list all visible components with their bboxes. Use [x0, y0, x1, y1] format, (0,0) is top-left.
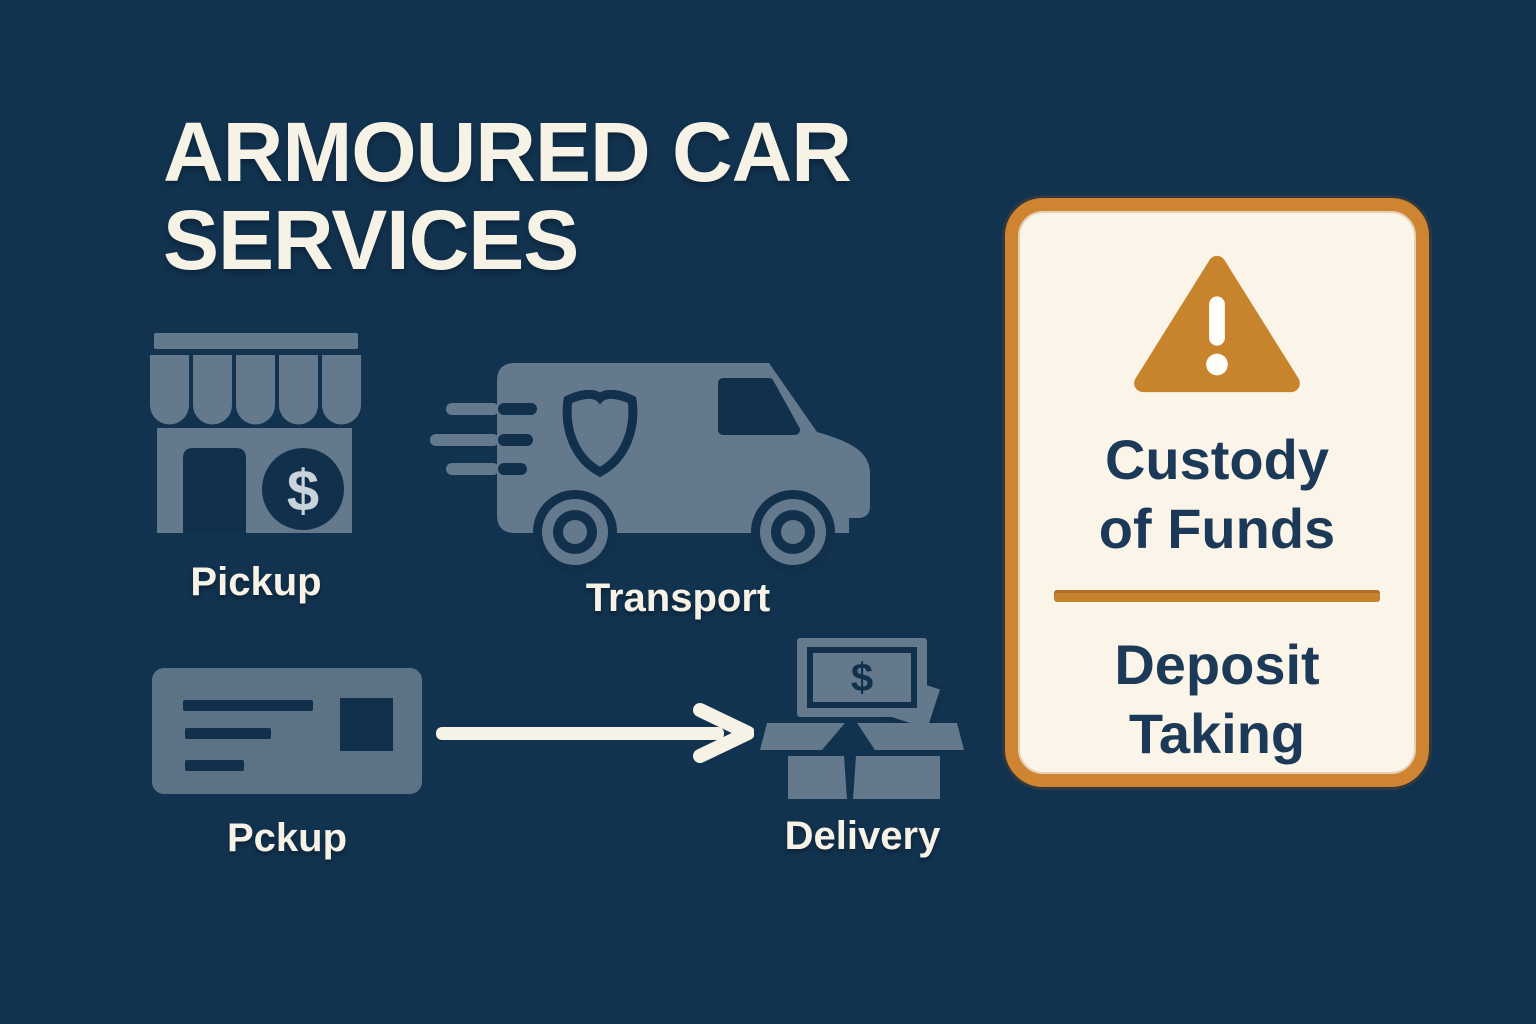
custody-line1: Custody — [1104, 428, 1329, 491]
page-title-line2: SERVICES — [163, 193, 579, 288]
dollar-badge-circle — [262, 448, 344, 530]
delivery-label: Delivery — [784, 814, 941, 858]
speed-lines — [430, 403, 499, 475]
warning-card: Custody of Funds Deposit Taking — [1005, 198, 1429, 787]
document-card-icon — [152, 668, 422, 794]
custody-line2: of Funds — [1098, 497, 1336, 561]
page-title-line1: ARMOURED CAR — [163, 105, 852, 199]
deposit-line2: Taking — [1128, 702, 1306, 766]
dollar-sign: $ — [287, 459, 319, 524]
van-rear-wheel — [533, 490, 617, 574]
speed-grooves — [498, 403, 537, 475]
custody-of-funds-text: Custody of Funds — [1099, 425, 1335, 564]
shield-icon — [562, 389, 638, 478]
pickup-label: Pickup — [190, 560, 322, 604]
arrow-head — [693, 703, 754, 763]
transport-label: Transport — [585, 576, 771, 620]
banknote: $ — [797, 638, 927, 717]
banknote-dollar-sign: $ — [851, 656, 873, 700]
card-photo-square — [340, 698, 393, 751]
open-box-cash-icon: $ — [760, 638, 964, 799]
arrow-shaft — [436, 727, 724, 740]
box-right-panel — [853, 756, 940, 799]
card-divider — [1054, 589, 1380, 602]
page-title: ARMOURED CAR SERVICES — [163, 105, 852, 288]
box-left-panel — [788, 756, 847, 799]
van-front-wheel — [751, 490, 835, 574]
deposit-taking-text: Deposit Taking — [1114, 630, 1319, 769]
storefront-sign-bar — [154, 333, 358, 349]
exclamation-bar — [1209, 296, 1225, 346]
armoured-van-icon — [430, 363, 870, 574]
storefront-door — [183, 448, 246, 533]
storefront-icon: $ — [150, 333, 361, 533]
deposit-line1: Deposit — [1114, 632, 1320, 696]
card-text-lines — [183, 700, 313, 771]
warning-triangle-icon — [1134, 255, 1300, 393]
exclamation-dot — [1206, 353, 1228, 376]
arrow-right-icon — [436, 703, 754, 763]
storefront-awning — [150, 355, 361, 425]
box-right-flap — [857, 723, 964, 750]
van-window — [718, 378, 800, 435]
open-box — [760, 723, 964, 799]
box-left-flap — [760, 723, 845, 750]
pickup2-label: Pckup — [226, 816, 348, 860]
